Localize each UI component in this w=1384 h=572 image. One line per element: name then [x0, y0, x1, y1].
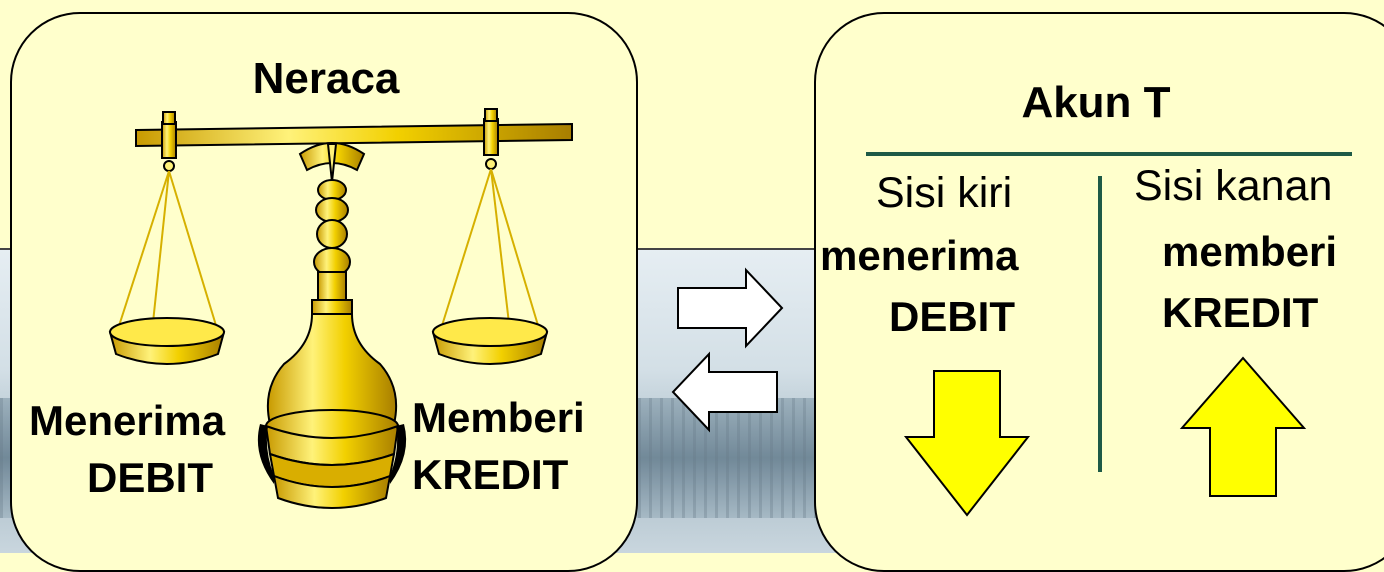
left-side-label: Sisi kiri — [876, 169, 1013, 217]
balance-scale-icon — [108, 108, 573, 509]
right-side-action: memberi — [1162, 228, 1338, 275]
background-divider — [0, 248, 1384, 250]
arrow-up-icon — [1179, 356, 1307, 497]
t-account-bar — [866, 152, 1352, 156]
left-side-action: menerima — [820, 232, 1019, 279]
left-side-type: DEBIT — [889, 293, 1015, 340]
akun-t-panel: Akun T Sisi kiri menerima DEBIT Sisi kan… — [814, 12, 1384, 572]
arrow-right-icon — [677, 267, 784, 349]
arrow-down-icon — [903, 370, 1031, 517]
t-account-stem — [1098, 176, 1102, 472]
left-pan-label-line1: Menerima — [29, 397, 226, 444]
right-side-label: Sisi kanan — [1134, 162, 1333, 210]
right-side-type: KREDIT — [1162, 289, 1319, 336]
left-pan-label-line2: DEBIT — [87, 454, 213, 501]
neraca-title: Neraca — [252, 54, 400, 103]
neraca-panel: Neraca — [10, 12, 638, 572]
akun-t-title: Akun T — [1021, 78, 1171, 127]
right-pan-label-line1: Memberi — [412, 394, 585, 441]
arrow-left-icon — [671, 351, 778, 433]
right-pan-label-line2: KREDIT — [412, 451, 569, 498]
